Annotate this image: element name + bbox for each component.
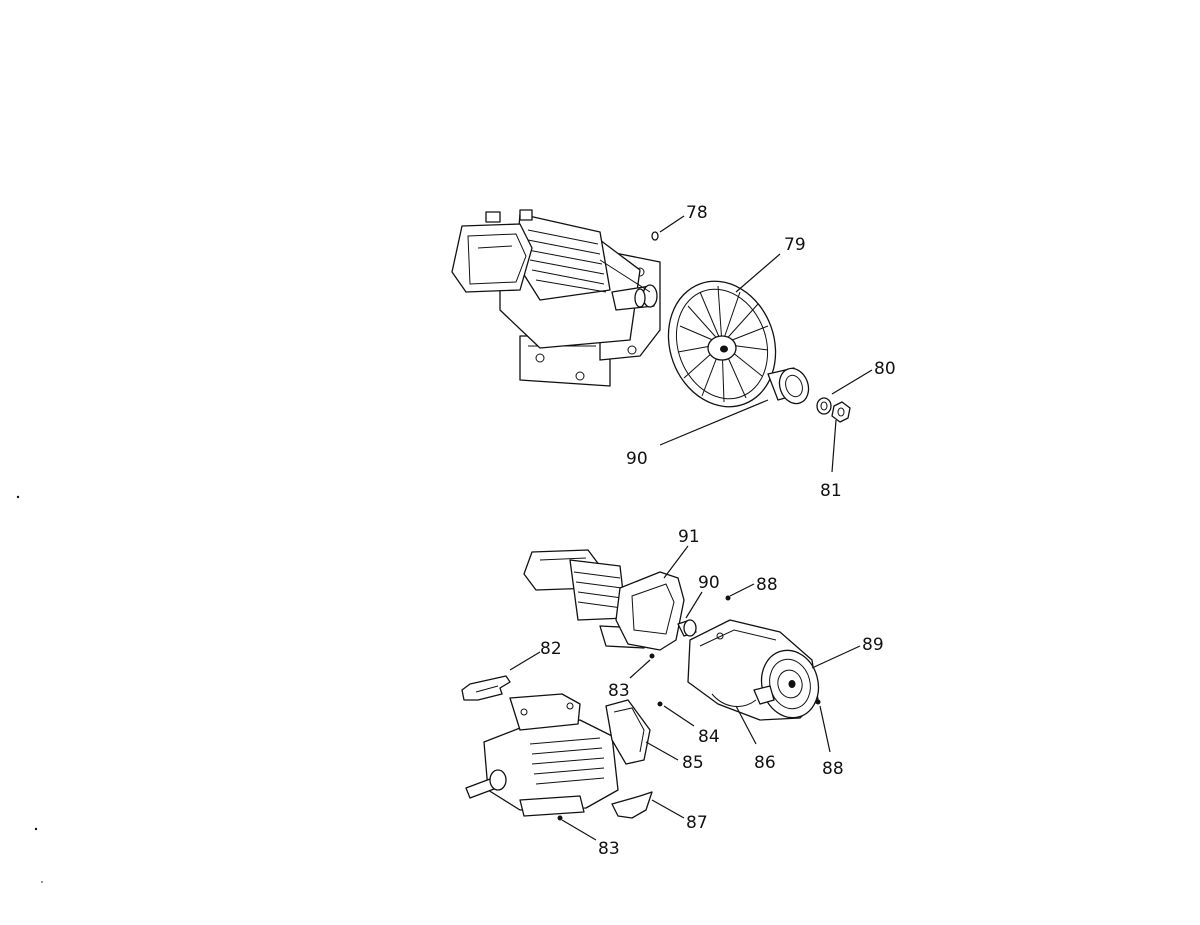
callout-82: 82 [540,639,562,659]
upper-engine-assembly [451,209,661,387]
callout-89: 89 [862,635,884,655]
leader-lines [509,215,873,841]
part-90-sleeve-upper [767,367,810,405]
part-87-baffle [611,791,653,819]
part-86-starter-rope [711,693,757,708]
part-82-bracket [461,675,511,701]
part-79-flywheel [667,280,777,408]
middle-engine-assembly [523,549,645,649]
callout-88-lower: 88 [822,759,844,779]
callout-79: 79 [784,235,806,255]
part-81-nut [831,401,851,423]
callout-90-lower: 90 [698,573,720,593]
callout-85: 85 [682,753,704,773]
part-89-recoil-starter [687,619,820,721]
callout-78: 78 [686,203,708,223]
screw-88-lower [815,699,821,705]
callout-87: 87 [686,813,708,833]
callout-83-lower: 83 [598,839,620,859]
callout-90-upper: 90 [626,449,648,469]
part-91-shroud-plate [615,571,685,651]
lower-engine-assembly [465,693,619,817]
screw-84 [657,701,663,707]
screw-83-lower [557,815,563,821]
callout-86: 86 [754,753,776,773]
callout-81: 81 [820,481,842,501]
screw-88-upper [725,595,731,601]
part-90-sleeve-lower [677,619,697,637]
part-78-key [651,231,659,241]
part-80-washer [816,397,832,415]
callout-91: 91 [678,527,700,547]
callout-84: 84 [698,727,720,747]
callout-88-upper: 88 [756,575,778,595]
part-85-side-shroud [605,699,651,765]
callout-80: 80 [874,359,896,379]
callout-83-upper: 83 [608,681,630,701]
screw-83-upper [649,653,655,659]
